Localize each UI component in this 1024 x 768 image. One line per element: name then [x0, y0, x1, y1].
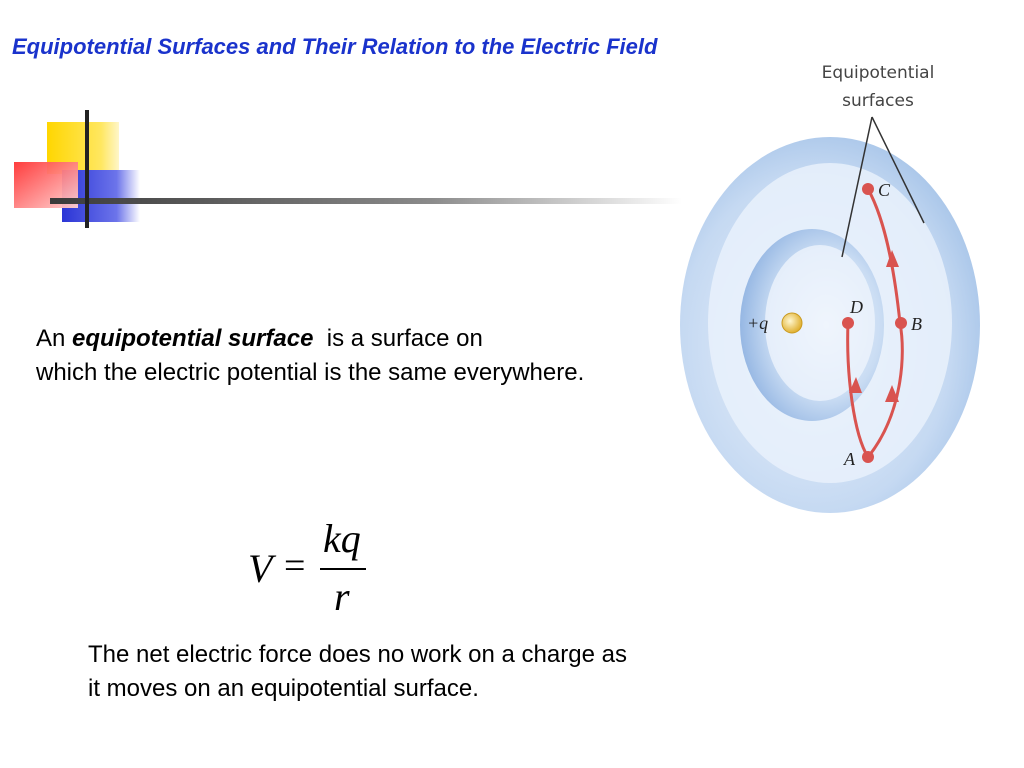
formula-numerator: kq: [323, 516, 361, 561]
decorative-graphic: [14, 110, 682, 228]
definition-term: equipotential surface: [72, 325, 314, 352]
definition-text: An equipotential surface is a surface on…: [36, 322, 584, 390]
equipotential-label-line1: Equipotential: [821, 63, 935, 83]
charge-label: +q: [747, 313, 768, 333]
point-a: [862, 451, 874, 463]
slide-title: Equipotential Surfaces and Their Relatio…: [12, 34, 658, 59]
path-a-d: [846, 322, 870, 458]
formula-denominator: r: [334, 574, 350, 619]
potential-formula: V = kq r: [236, 515, 386, 625]
arrow-up-inner: [849, 377, 862, 393]
horizontal-rule: [50, 198, 682, 204]
point-d-label: D: [849, 297, 863, 317]
figure-drawing: +q A B C D: [680, 116, 980, 513]
point-b: [895, 317, 907, 329]
statement-line2: it moves on an equipotential surface.: [88, 675, 479, 702]
definition-prefix: An: [36, 325, 73, 352]
formula-lhs: V: [248, 546, 273, 591]
label-pointer-outer: [871, 116, 925, 224]
point-a-label: A: [843, 449, 856, 469]
point-b-label: B: [911, 314, 922, 334]
formula-fraction-bar: [320, 568, 366, 570]
point-d: [842, 317, 854, 329]
statement-text: The net electric force does no work on a…: [88, 638, 627, 706]
point-c-label: C: [878, 180, 891, 200]
equipotential-figure: Equipotential surfaces: [670, 55, 1000, 525]
vertical-rule: [85, 110, 89, 228]
definition-line2: which the electric potential is the same…: [36, 359, 585, 386]
point-charge: [781, 312, 803, 334]
statement-line1: The net electric force does no work on a…: [88, 641, 627, 668]
arrow-up-outer-2: [885, 385, 899, 402]
point-c: [862, 183, 874, 195]
arrow-up-outer-1: [886, 250, 899, 267]
equipotential-label: Equipotential surfaces: [808, 59, 948, 115]
formula-equals: =: [284, 545, 306, 587]
definition-line1-rest: is a surface on: [313, 325, 483, 352]
label-pointer-inner: [841, 116, 873, 258]
equipotential-label-line2: surfaces: [842, 91, 914, 111]
